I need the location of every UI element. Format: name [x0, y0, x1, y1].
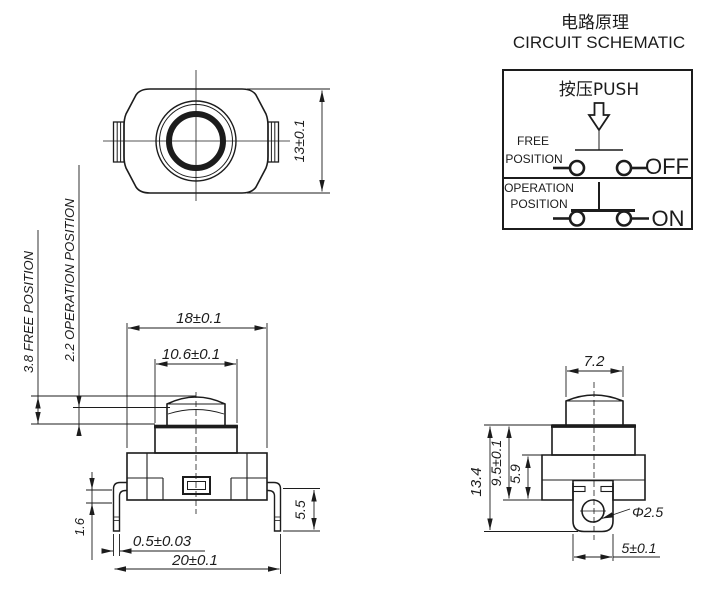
front-cap-pressed-line: [167, 409, 225, 415]
schematic-title-en: CIRCUIT SCHEMATIC: [513, 33, 685, 52]
schematic-box: [502, 69, 693, 230]
dim-13-4: 13.4: [468, 424, 578, 532]
dim-1-6-label: 1.6: [72, 517, 87, 536]
front-right-pin: [267, 481, 282, 532]
side-tab-slot-right: [600, 485, 614, 493]
dim-5: 5±0.1: [572, 534, 660, 561]
left-contact-off: [568, 159, 586, 177]
dim-7-2-label: 7.2: [584, 353, 606, 370]
dim-5-5-label: 5.5: [292, 500, 308, 520]
operation-label-line1: OPERATION: [504, 181, 574, 195]
dim-0-5: 0.5±0.03: [101, 533, 205, 556]
dim-5-9-label: 5.9: [507, 464, 523, 484]
top-view-right-tab: [267, 121, 280, 163]
top-view-body-outline: [123, 88, 269, 194]
on-label: ON: [652, 206, 685, 231]
left-contact-on: [568, 210, 586, 227]
side-mount-tab: [572, 483, 614, 533]
dim-9-5: 9.5±0.1: [488, 426, 542, 501]
side-body-outline: [541, 454, 646, 501]
operation-position-row: OPERATION POSITION ON: [504, 181, 684, 231]
right-contact-on: [615, 210, 633, 227]
top-view-left-tab: [112, 121, 125, 163]
dim-18: 18±0.1: [126, 310, 268, 448]
dim-18-label: 18±0.1: [176, 310, 222, 327]
free-label-line2: POSITION: [505, 152, 562, 166]
push-label: 按压PUSH: [559, 80, 639, 100]
circuit-schematic: 电路原理 CIRCUIT SCHEMATIC 按压PUSH FREE POSIT…: [502, 13, 693, 231]
front-base: [126, 452, 268, 501]
front-center-slot-inner: [187, 481, 206, 490]
dim-operation-position: 2.2 OPERATION POSITION: [62, 165, 82, 437]
dim-hole-label: Φ2.5: [632, 504, 663, 520]
dim-1-6: 1.6: [72, 472, 112, 560]
right-contact-off: [615, 159, 633, 177]
dim-hole: Φ2.5: [601, 504, 663, 520]
dim-5-5: 5.5: [283, 488, 320, 532]
dim-9-5-label: 9.5±0.1: [488, 440, 504, 487]
free-position-label: 3.8 FREE POSITION: [21, 250, 36, 373]
dim-5-label: 5±0.1: [622, 540, 657, 556]
top-view: 13±0.1: [103, 70, 330, 201]
schematic-title-cn: 电路原理: [561, 13, 629, 33]
dim-5-9: 5.9: [507, 454, 542, 499]
operation-label-line2: POSITION: [510, 197, 567, 211]
off-label: OFF: [645, 154, 689, 179]
dim-20: 20±0.1: [114, 534, 281, 574]
dim-free-position: 3.8 FREE POSITION: [21, 230, 196, 425]
front-left-pin: [112, 481, 127, 532]
dim-13: 13±0.1: [247, 88, 330, 194]
front-view: 18±0.1 10.6±0.1 3.8 FREE POSITION 2.2 OP…: [21, 165, 320, 574]
free-position-row: FREE POSITION OFF: [505, 131, 689, 179]
dim-13-4-label: 13.4: [468, 467, 485, 496]
dim-0-5-label: 0.5±0.03: [133, 533, 192, 550]
front-center-slot: [182, 476, 211, 495]
front-base-details: [127, 453, 267, 500]
dim-13-label: 13±0.1: [291, 120, 307, 163]
side-view: 7.2 13.4 9.5±0.1 5.9 Φ2.5 5±0.1: [468, 353, 663, 561]
dim-7-2: 7.2: [565, 353, 624, 397]
dim-10-6: 10.6±0.1: [154, 346, 238, 423]
push-arrow-icon: [587, 102, 611, 132]
dim-20-label: 20±0.1: [171, 552, 218, 569]
operation-position-label: 2.2 OPERATION POSITION: [62, 198, 77, 363]
side-collar: [551, 424, 636, 456]
side-tab-slot-left: [572, 485, 586, 493]
free-label-line1: FREE: [517, 134, 549, 148]
side-cap-outline: [565, 394, 624, 425]
dim-10-6-label: 10.6±0.1: [162, 346, 220, 363]
